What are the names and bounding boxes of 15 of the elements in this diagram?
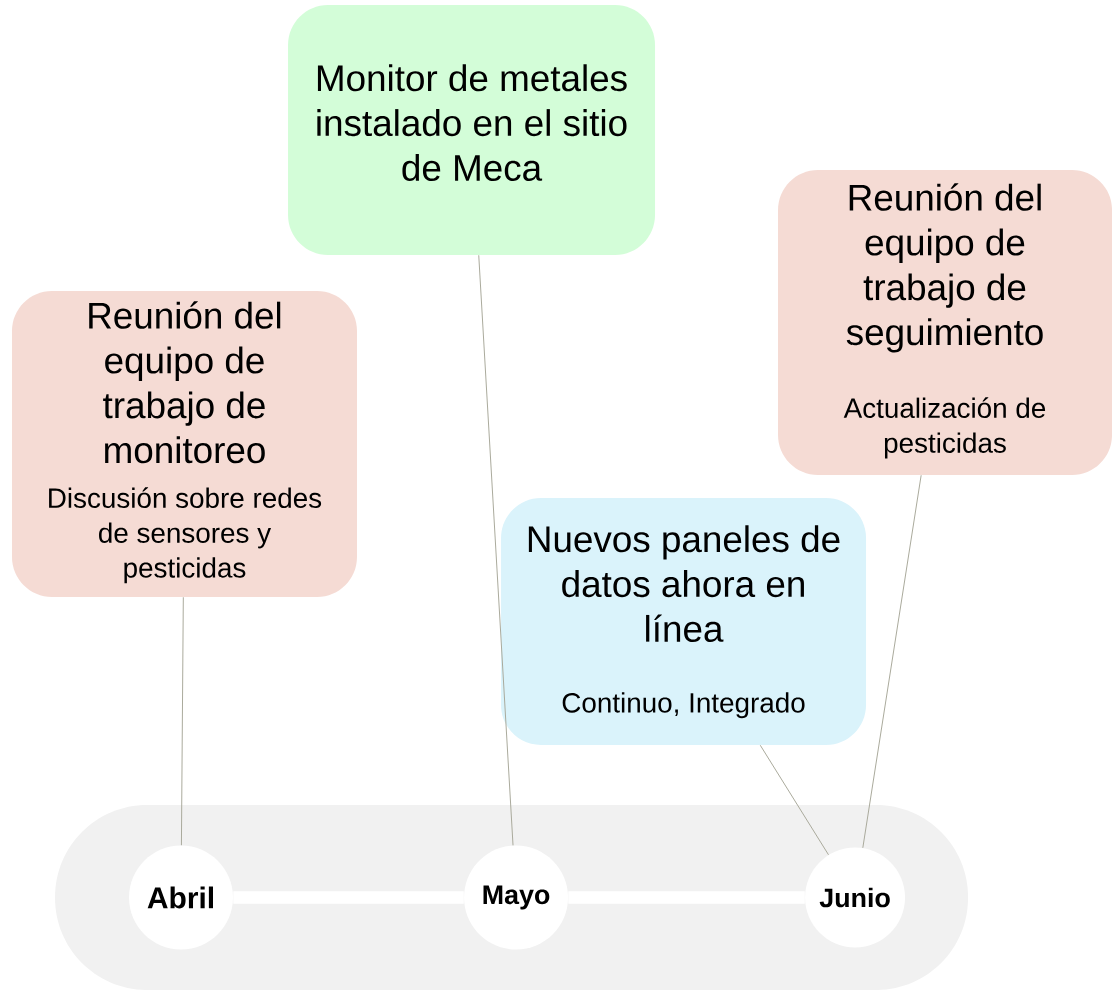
card-note: Discusión sobre redes de sensores y pesticidas (49, 487, 322, 584)
leader-line (862, 474, 922, 849)
event-card (288, 5, 656, 255)
leader-line (759, 744, 829, 856)
card-note: Actualización de pesticidas (843, 397, 1046, 459)
event-card (12, 291, 357, 597)
card-heading: Monitor de metales instalado en el sitio de Meca (317, 64, 627, 181)
event-card (778, 169, 1112, 475)
leader-line (180, 596, 184, 846)
card-heading: Reunión del equipo de trabajo de monitoreo (89, 301, 281, 464)
event-card (501, 497, 867, 745)
leader-line (478, 254, 514, 846)
card-note: Continuo, Integrado (562, 692, 805, 719)
card-heading: Nuevos paneles de datos ahora en línea (528, 525, 840, 642)
card-heading: Reunión del equipo de trabajo de seguimiento (846, 183, 1043, 353)
